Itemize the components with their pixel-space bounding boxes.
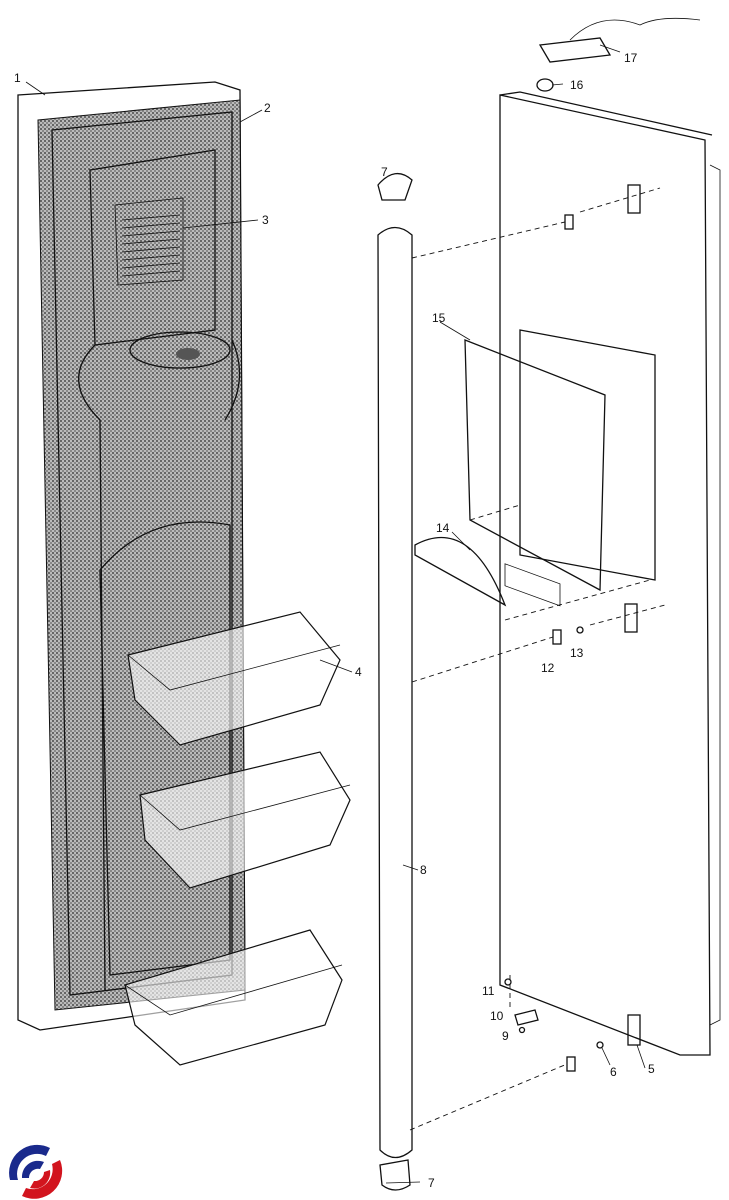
leader-lines [25, 44, 646, 1184]
door-bin-2 [139, 751, 351, 889]
brand-logo [9, 1144, 63, 1199]
dispenser-cup [129, 331, 231, 369]
drip-tray [414, 536, 507, 607]
part-label-16: 16 [570, 78, 584, 92]
hinge-bracket-mid [552, 603, 638, 645]
part-labels: 1 2 3 4 5 6 7 7 8 9 10 11 12 13 14 15 16… [14, 51, 655, 1190]
part-label-2: 2 [264, 101, 271, 115]
part-label-13: 13 [570, 646, 584, 660]
part-label-11: 11 [482, 984, 495, 998]
part-label-7-top: 7 [381, 165, 388, 179]
door-inner-panel [17, 81, 246, 1031]
part-label-14: 14 [436, 521, 450, 535]
part-label-8: 8 [420, 863, 427, 877]
door-bin-1 [127, 611, 341, 746]
assembly-lines [409, 187, 666, 1131]
dispenser-housing [414, 329, 656, 607]
handle-end-cap-bottom [379, 1159, 411, 1191]
part-label-4: 4 [355, 665, 362, 679]
part-label-5: 5 [648, 1062, 655, 1076]
part-label-9: 9 [502, 1029, 509, 1043]
hinge-bracket-top [564, 184, 641, 230]
part-label-1: 1 [14, 71, 21, 85]
part-label-6: 6 [610, 1065, 617, 1079]
top-hinge-assembly [536, 17, 701, 92]
part-label-17: 17 [624, 51, 638, 65]
part-label-7-bottom: 7 [428, 1176, 435, 1190]
part-label-12: 12 [541, 661, 555, 675]
part-label-15: 15 [432, 311, 446, 325]
part-label-3: 3 [262, 213, 269, 227]
door-bin-3 [124, 929, 343, 1066]
door-outer-panel [499, 91, 721, 1056]
part-label-10: 10 [490, 1009, 504, 1023]
hinge-bracket-bottom [504, 978, 641, 1072]
door-handle [377, 173, 413, 1191]
handle-end-cap-top [377, 173, 413, 201]
